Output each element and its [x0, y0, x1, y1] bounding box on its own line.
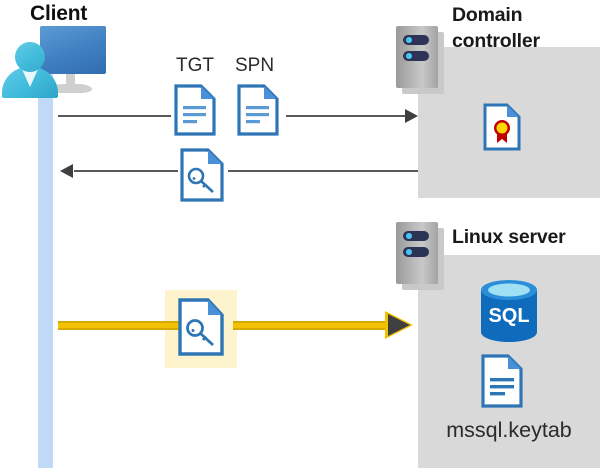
- server-rack-bay-1: [403, 35, 429, 45]
- domain-controller-server-icon: [396, 26, 446, 96]
- response-arrow-segment-left: [74, 170, 178, 172]
- monitor-screen-icon: [40, 26, 106, 74]
- server-rack-led-2: [406, 249, 412, 255]
- server-rack-bay-1: [403, 231, 429, 241]
- server-rack-body: [396, 26, 438, 88]
- response-arrow-segment-right: [228, 170, 418, 172]
- server-rack-body: [396, 222, 438, 284]
- keytab-document-icon: [481, 354, 523, 408]
- domain-controller-title-line2: controller: [452, 30, 540, 52]
- person-head-icon: [15, 42, 45, 72]
- text-document-icon: [237, 84, 279, 136]
- server-rack-bay-2: [403, 51, 429, 61]
- sql-database-icon: SQL: [477, 278, 541, 344]
- request-arrow-segment-left: [58, 115, 171, 117]
- linux-server-title: Linux server: [452, 226, 566, 248]
- certificate-document-icon: [483, 103, 521, 151]
- response-arrowhead-icon: [60, 164, 73, 178]
- server-rack-led-1: [406, 37, 412, 43]
- request-arrowhead-icon: [405, 109, 418, 123]
- client-title: Client: [30, 2, 88, 25]
- server-rack-led-1: [406, 233, 412, 239]
- user-workstation-icon: [2, 26, 106, 98]
- domain-controller-title-line1: Domain: [452, 4, 523, 26]
- tgt-label: TGT: [176, 55, 214, 76]
- service-ticket-arrowhead-icon: [388, 314, 410, 336]
- client-lifeline: [38, 73, 53, 468]
- service-ticket-arrow-segment-left: [58, 321, 180, 330]
- text-document-icon: [174, 84, 216, 136]
- person-collar-icon: [21, 67, 39, 87]
- domain-controller-title: Domain controller: [452, 2, 592, 54]
- key-document-icon: [178, 298, 224, 356]
- monitor-base-icon: [50, 84, 92, 93]
- monitor-neck-icon: [66, 74, 75, 86]
- server-rack-led-2: [406, 53, 412, 59]
- request-arrow-segment-right: [286, 115, 406, 117]
- spn-label: SPN: [235, 55, 275, 76]
- server-rack-bay-2: [403, 247, 429, 257]
- service-ticket-arrow-segment-right: [233, 321, 401, 330]
- key-document-icon: [180, 148, 224, 202]
- keytab-file-label: mssql.keytab: [446, 418, 572, 442]
- sql-label: SQL: [488, 305, 529, 327]
- linux-server-server-icon: [396, 222, 446, 292]
